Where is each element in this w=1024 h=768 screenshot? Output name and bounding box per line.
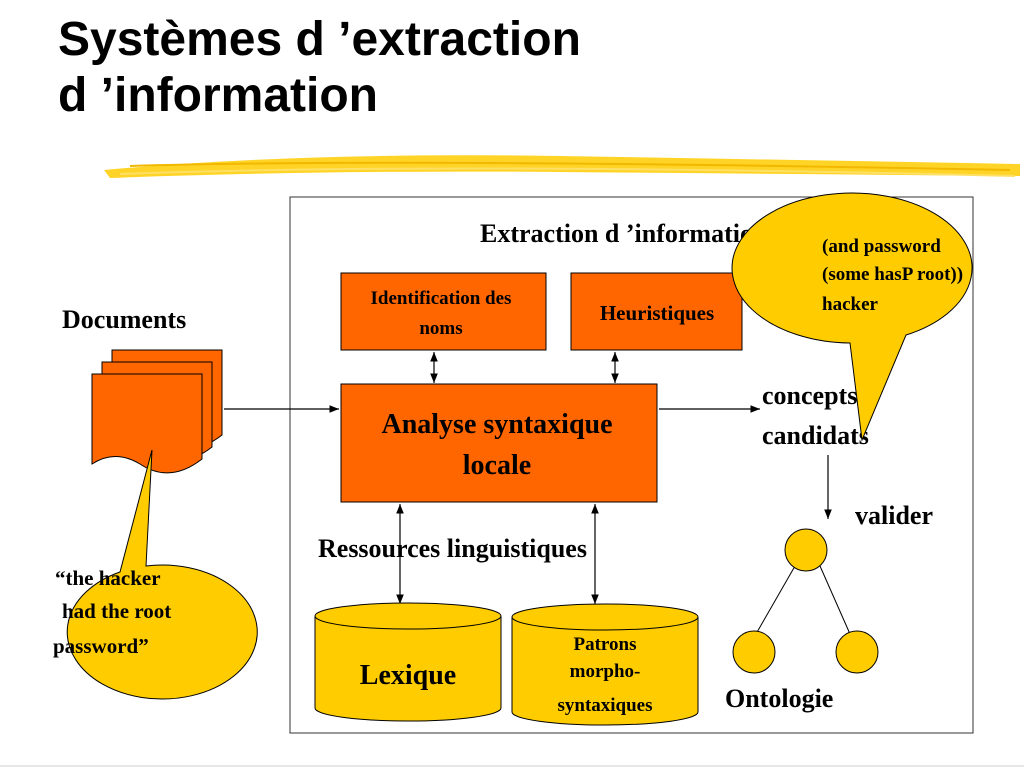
identification-box (340, 272, 547, 351)
identification-line-2: noms (419, 318, 462, 339)
analyse-line-1: Analyse syntaxique (381, 409, 612, 440)
lexique-database (314, 602, 502, 722)
query-line-3: hacker (822, 294, 879, 315)
frame-label: Extraction d ’information (480, 219, 768, 248)
patrons-line-3: syntaxiques (557, 695, 652, 716)
lexique-label: Lexique (360, 660, 456, 691)
documents-stack (91, 349, 223, 474)
analyse-line-2: locale (463, 450, 531, 481)
query-line-1: (and password (822, 236, 941, 257)
sentence-callout (66, 449, 258, 700)
patrons-line-1: Patrons (574, 634, 637, 655)
concepts-line-2: candidats (762, 421, 869, 450)
sentence-line-1: “the hacker (55, 566, 161, 590)
title-line-2: d ’information (58, 69, 378, 122)
sentence-line-2: had the root (62, 599, 171, 623)
title-underline-stroke (104, 155, 1020, 178)
heuristiques-label: Heuristiques (600, 301, 714, 325)
analyse-box (340, 383, 658, 503)
ontologie-label: Ontologie (725, 684, 833, 713)
patrons-line-2: morpho- (570, 661, 641, 682)
concepts-line-1: concepts (762, 381, 857, 410)
query-line-2: (some hasP root)) (822, 264, 963, 285)
ontology-tree (732, 528, 879, 674)
query-callout (731, 192, 973, 442)
valider-label: valider (855, 501, 933, 530)
identification-line-1: Identification des (371, 288, 512, 309)
sentence-line-3: password” (53, 634, 149, 658)
title-line-1: Systèmes d ’extraction (58, 13, 581, 66)
heuristiques-box (570, 272, 743, 351)
page-title: Systèmes d ’extraction d ’information (58, 12, 581, 124)
documents-label: Documents (62, 305, 186, 334)
patrons-database (511, 603, 699, 726)
ressources-label: Ressources linguistiques (318, 534, 587, 563)
